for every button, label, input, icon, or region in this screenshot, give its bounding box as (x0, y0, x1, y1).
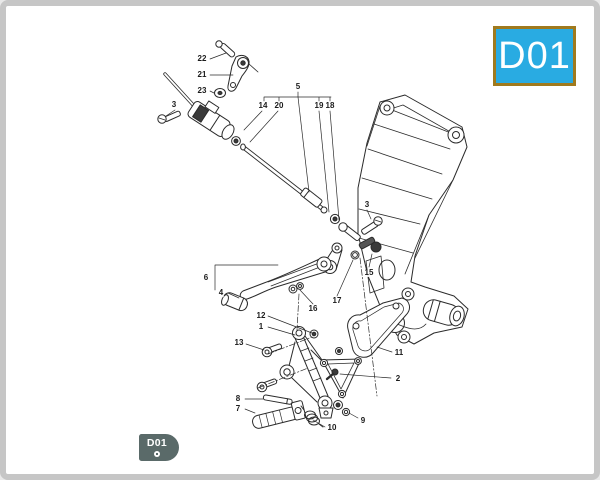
part-side-plate-2 (320, 358, 361, 398)
bolt-2-icon (327, 369, 338, 379)
selector-body (186, 95, 234, 138)
page-code-badge: D01 (493, 26, 576, 86)
assembly-centerlines (258, 258, 377, 396)
part-footpeg-group (250, 395, 349, 431)
part-gear-selector-assembly (158, 41, 258, 142)
spring-10 (301, 406, 323, 427)
washer-16 (289, 285, 297, 293)
exploded-diagram (6, 6, 600, 480)
part-shift-lever (220, 257, 331, 312)
gear-icon (154, 450, 160, 457)
washer-9 (342, 408, 349, 415)
shift-arm-21 (228, 55, 258, 91)
shoulder-bolt-15 (359, 237, 381, 252)
page-code-label: D01 (498, 34, 571, 77)
bolt-3-right-icon (361, 217, 382, 235)
page-tab-badge[interactable]: D01 (139, 434, 179, 461)
bolt-13-icons (257, 343, 282, 391)
washer-23 (215, 89, 226, 98)
part-heel-plate (348, 298, 410, 357)
bolt-22-icon (216, 41, 236, 58)
footpeg-7 (250, 400, 306, 430)
pin-8-icon (263, 395, 292, 405)
page-tab-label: D01 (146, 437, 168, 450)
leader-lines (166, 53, 392, 427)
part-frame-plate (358, 95, 468, 344)
bolt-3-left-icon (158, 111, 181, 124)
